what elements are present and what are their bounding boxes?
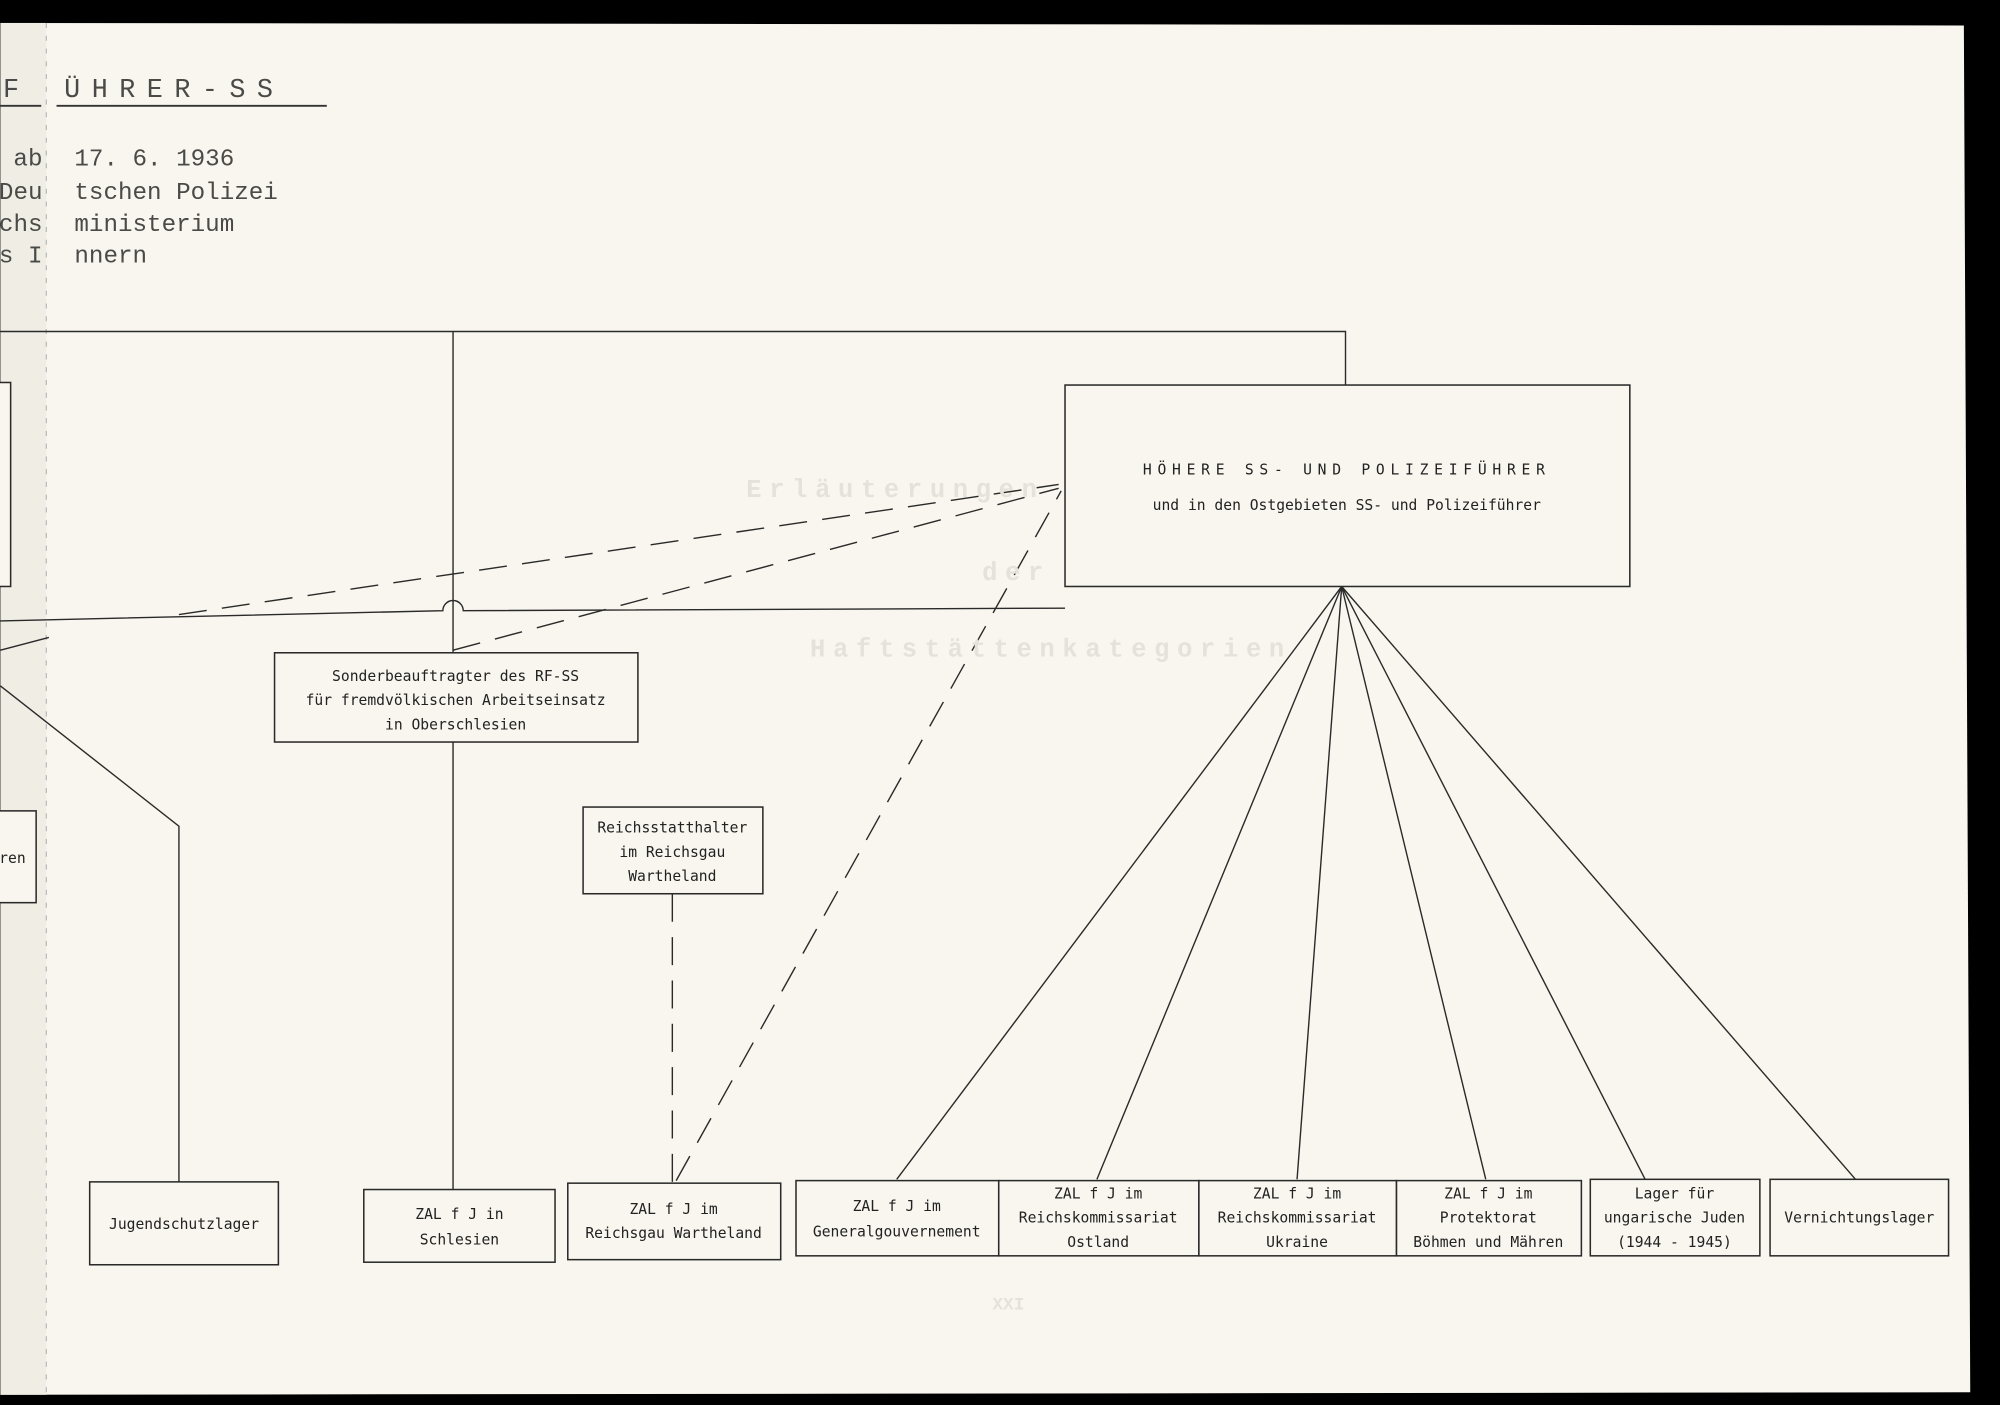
svg-text:ZAL f J im: ZAL f J im (1054, 1185, 1142, 1202)
left-partial-box (0, 810, 37, 904)
page-background (0, 22, 1971, 1395)
svg-text:ZAL f J im: ZAL f J im (1444, 1185, 1532, 1202)
svg-text:Wartheland: Wartheland (628, 868, 716, 885)
bottom-box-vernichtungslager: Vernichtungslager (1769, 1178, 1950, 1257)
svg-text:Reichsstatthalter: Reichsstatthalter (597, 820, 747, 837)
svg-text:ministerium: ministerium (74, 212, 234, 239)
svg-text:Protektorat: Protektorat (1440, 1210, 1537, 1227)
dashed-connector-lines (178, 483, 1062, 1184)
main-box-title: HÖHERE SS- UND POLIZEIFÜHRER (1143, 460, 1551, 478)
box-sonderbeauftragter: Sonderbeauftragter des RF-SS für fremdvö… (273, 652, 639, 743)
svg-text:ichs: ichs (0, 212, 43, 239)
bottom-box-zal-wartheland: ZAL f J im Reichsgau Wartheland (567, 1182, 782, 1261)
svg-text:Reichskommissariat: Reichskommissariat (1218, 1210, 1377, 1227)
svg-text:Jugendschutzlager: Jugendschutzlager (109, 1216, 259, 1233)
svg-text:Generalgouvernement: Generalgouvernement (813, 1224, 981, 1241)
svg-text:Reichskommissariat: Reichskommissariat (1019, 1210, 1178, 1227)
svg-text:Sonderbeauftragter des RF-SS: Sonderbeauftragter des RF-SS (332, 668, 579, 685)
bottom-box-jugendschutzlager: Jugendschutzlager (88, 1181, 280, 1266)
left-partial-box-text: ren (0, 850, 26, 867)
svg-text:Ukraine: Ukraine (1266, 1234, 1328, 1251)
header-lines-right: 17. 6. 1936 tschen Polizei ministerium n… (74, 147, 277, 271)
bleed-through-text: der (982, 559, 1051, 588)
main-box-subtitle: und in den Ostgebieten SS- und Polizeifü… (1153, 497, 1541, 514)
svg-text:ZAL f J im: ZAL f J im (629, 1201, 717, 1218)
svg-text:ZAL f J im: ZAL f J im (853, 1198, 941, 1215)
main-box-hoehere-ss-polizeifuehrer: HÖHERE SS- UND POLIZEIFÜHRER und in den … (1064, 384, 1631, 588)
box-reichsstatthalter: Reichsstatthalter im Reichsgau Warthelan… (582, 806, 764, 895)
svg-text:ZAL f J im: ZAL f J im (1253, 1185, 1341, 1202)
svg-text:in Oberschlesien: in Oberschlesien (385, 716, 526, 733)
svg-text:17. 6. 1936: 17. 6. 1936 (74, 147, 234, 174)
svg-text:es I: es I (0, 244, 43, 271)
svg-text:Deu: Deu (0, 180, 43, 207)
bottom-box-zal-schlesien: ZAL f J in Schlesien (363, 1188, 556, 1263)
svg-text:Lager für: Lager für (1635, 1185, 1715, 1202)
bottom-box-lager-ungarische-juden: Lager für ungarische Juden (1944 - 1945) (1589, 1178, 1761, 1257)
svg-text:Schlesien: Schlesien (420, 1231, 499, 1248)
svg-text:tschen Polizei: tschen Polizei (74, 180, 277, 207)
svg-text:ZAL f J in: ZAL f J in (415, 1206, 503, 1223)
header-title: ÜHRER-SS (64, 74, 284, 106)
bottom-box-zal-ukraine: ZAL f J im Reichskommissariat Ukraine (1198, 1179, 1398, 1257)
bleed-through-text: Erläuterungen (746, 476, 1044, 505)
bleed-through-text: Haftstättenkategorien (810, 636, 1292, 665)
svg-text:im Reichsgau: im Reichsgau (619, 844, 725, 861)
left-partial-box (0, 381, 12, 588)
svg-text:(1944 - 1945): (1944 - 1945) (1617, 1234, 1732, 1251)
header-lines-left: ab Deu ichs es I (0, 147, 43, 271)
bottom-box-zal-ostland: ZAL f J im Reichskommissariat Ostland (997, 1179, 1200, 1257)
previous-page-strip (0, 22, 47, 1395)
svg-text:für fremdvölkischen Arbeitsein: für fremdvölkischen Arbeitseinsatz (306, 692, 606, 709)
bottom-box-zal-generalgouvernement: ZAL f J im Generalgouvernement (795, 1179, 1000, 1257)
svg-text:nnern: nnern (74, 244, 147, 271)
svg-text:ab: ab (13, 147, 42, 174)
svg-text:Vernichtungslager: Vernichtungslager (1784, 1210, 1934, 1227)
svg-text:ungarische Juden: ungarische Juden (1604, 1210, 1745, 1227)
svg-text:Böhmen und Mähren: Böhmen und Mähren (1413, 1234, 1563, 1251)
connector-lines (0, 330, 1857, 1190)
bottom-box-zal-protektorat: ZAL f J im Protektorat Böhmen und Mähren (1395, 1179, 1583, 1257)
svg-text:Ostland: Ostland (1067, 1234, 1129, 1251)
header-title-fragment: F (3, 76, 19, 106)
page-number: XXI (992, 1295, 1024, 1315)
svg-text:Reichsgau Wartheland: Reichsgau Wartheland (585, 1225, 761, 1242)
